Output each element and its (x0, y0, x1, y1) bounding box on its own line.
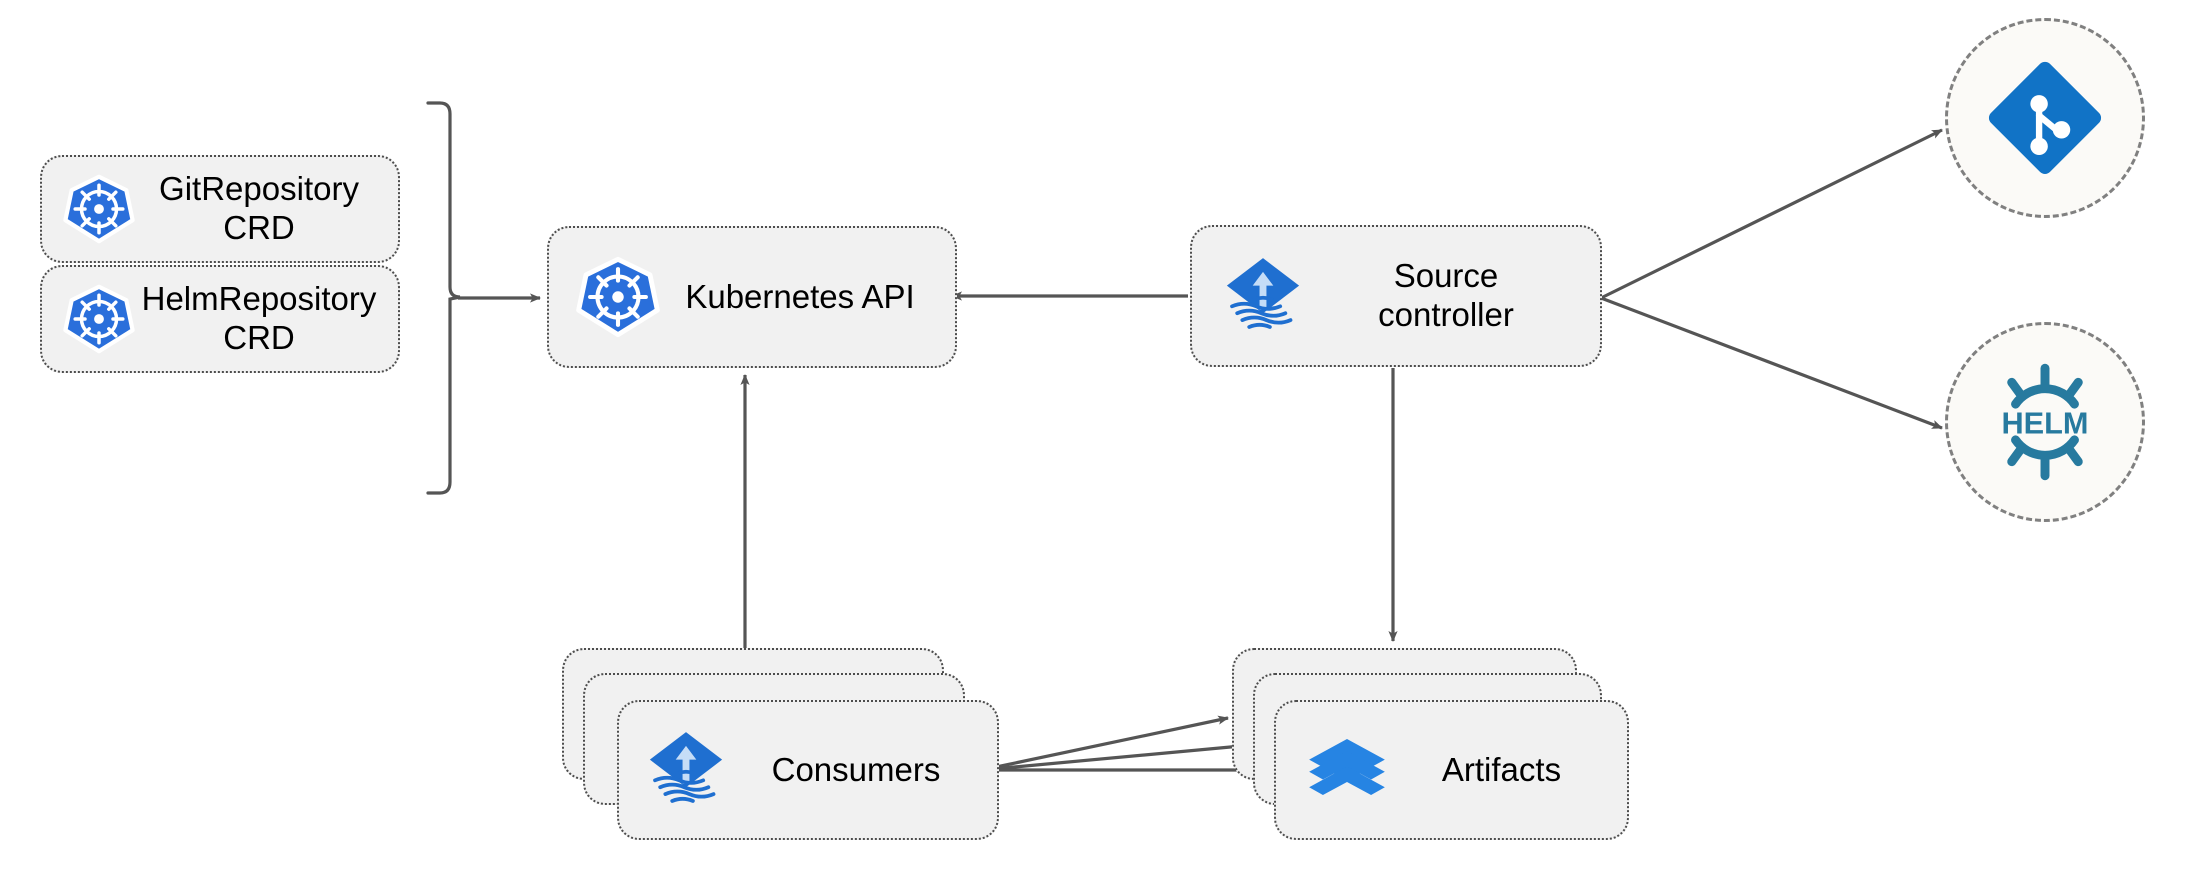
node-label: Kubernetes API (685, 277, 915, 315)
node-kubernetes-api[interactable]: Kubernetes API (547, 226, 957, 368)
edge-consumers-to-artifacts-mid (981, 741, 1253, 772)
node-label: Source controller (1378, 257, 1514, 333)
flux-icon (643, 727, 729, 813)
helm-icon: HELM (1981, 358, 2109, 486)
kubernetes-icon (63, 174, 135, 244)
kubernetes-icon (63, 284, 135, 354)
node-source-controller[interactable]: Source controller (1190, 225, 1602, 367)
kubernetes-icon (576, 256, 660, 338)
node-label: Consumers (771, 750, 941, 788)
node-label: Artifacts (1441, 750, 1562, 788)
node-git-source[interactable] (1945, 18, 2145, 218)
crd-group-bracket (426, 101, 461, 495)
edge-source-controller-to-helm (1600, 296, 1943, 430)
helm-wordmark: HELM (2001, 406, 2088, 441)
layers-icon (1304, 727, 1390, 813)
node-helmrepository-crd[interactable]: HelmRepository CRD (40, 265, 400, 373)
node-label: GitRepository CRD (159, 170, 359, 246)
node-artifacts[interactable]: Artifacts (1274, 700, 1629, 840)
edge-consumers-to-artifacts-back (981, 715, 1229, 772)
git-icon (1986, 59, 2104, 177)
node-gitrepository-crd[interactable]: GitRepository CRD (40, 155, 400, 263)
node-helm-source[interactable]: HELM (1945, 322, 2145, 522)
edge-source-controller-to-git (1600, 128, 1943, 300)
flux-icon (1220, 253, 1306, 339)
node-label: HelmRepository CRD (141, 280, 377, 356)
node-consumers[interactable]: Consumers (617, 700, 999, 840)
